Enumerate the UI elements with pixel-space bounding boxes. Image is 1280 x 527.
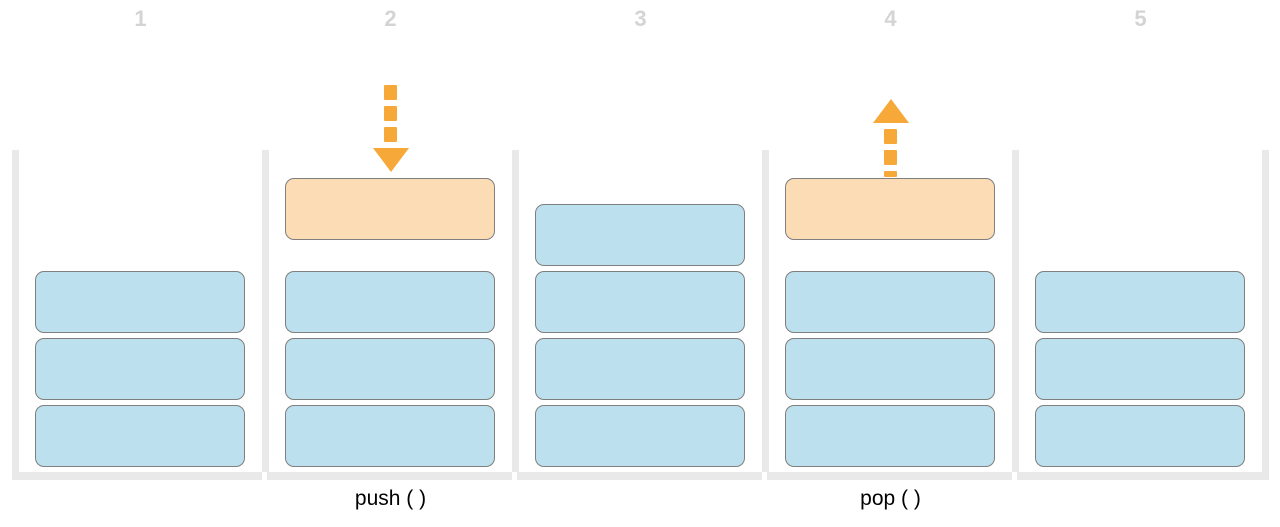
step-number: 3 bbox=[634, 6, 647, 31]
stack-items bbox=[12, 0, 269, 527]
tray-wall bbox=[1012, 150, 1019, 472]
stack-item bbox=[1035, 271, 1245, 333]
stack-item bbox=[285, 271, 495, 333]
stack-column-5: 5 bbox=[1012, 0, 1269, 527]
tray-floor bbox=[1017, 472, 1269, 480]
operation-label: pop ( ) bbox=[860, 487, 921, 510]
stack-item bbox=[1035, 405, 1245, 467]
arrow-dash bbox=[884, 171, 897, 177]
stack-item bbox=[785, 338, 995, 400]
stack-item bbox=[285, 405, 495, 467]
stack-item bbox=[535, 271, 745, 333]
stack-item bbox=[35, 271, 245, 333]
stack-item bbox=[1035, 338, 1245, 400]
stack-items bbox=[512, 0, 769, 527]
pop-arrow-icon bbox=[872, 99, 909, 177]
arrow-dash bbox=[884, 129, 897, 144]
arrow-dash bbox=[384, 85, 397, 100]
stack-item bbox=[785, 271, 995, 333]
stack-item bbox=[535, 338, 745, 400]
tray-floor bbox=[267, 472, 512, 480]
tray-floor bbox=[767, 472, 1012, 480]
tray-wall bbox=[12, 150, 19, 472]
tray-wall bbox=[762, 150, 769, 472]
stack-column-1: 1 bbox=[12, 0, 269, 527]
step-number: 2 bbox=[384, 6, 397, 31]
operation-label: push ( ) bbox=[354, 487, 427, 510]
stack-items bbox=[262, 0, 519, 527]
popped-item bbox=[785, 178, 995, 240]
tray-wall bbox=[262, 150, 269, 472]
stack-column-2: 2 push ( ) bbox=[262, 0, 519, 527]
pushed-item bbox=[285, 178, 495, 240]
stack-column-3: 3 bbox=[512, 0, 769, 527]
stack-item bbox=[35, 405, 245, 467]
tray-floor bbox=[12, 472, 262, 480]
arrow-dash bbox=[384, 106, 397, 121]
tray-floor bbox=[517, 472, 762, 480]
stack-item bbox=[785, 405, 995, 467]
stack-item bbox=[35, 338, 245, 400]
step-number: 4 bbox=[884, 6, 897, 31]
stack-item bbox=[535, 204, 745, 266]
tray-wall bbox=[1262, 150, 1269, 472]
step-number: 1 bbox=[134, 6, 147, 31]
step-number: 5 bbox=[1134, 6, 1147, 31]
stack-items bbox=[762, 0, 1019, 527]
stack-item bbox=[535, 405, 745, 467]
stack-item bbox=[285, 338, 495, 400]
push-arrow-icon bbox=[372, 85, 409, 172]
arrow-dash bbox=[384, 127, 397, 142]
arrow-head bbox=[872, 99, 909, 123]
stack-items bbox=[1012, 0, 1269, 527]
arrow-head bbox=[372, 148, 409, 172]
stack-column-4: 4 pop ( ) bbox=[762, 0, 1019, 527]
tray-wall bbox=[512, 150, 519, 472]
arrow-dash bbox=[884, 150, 897, 165]
